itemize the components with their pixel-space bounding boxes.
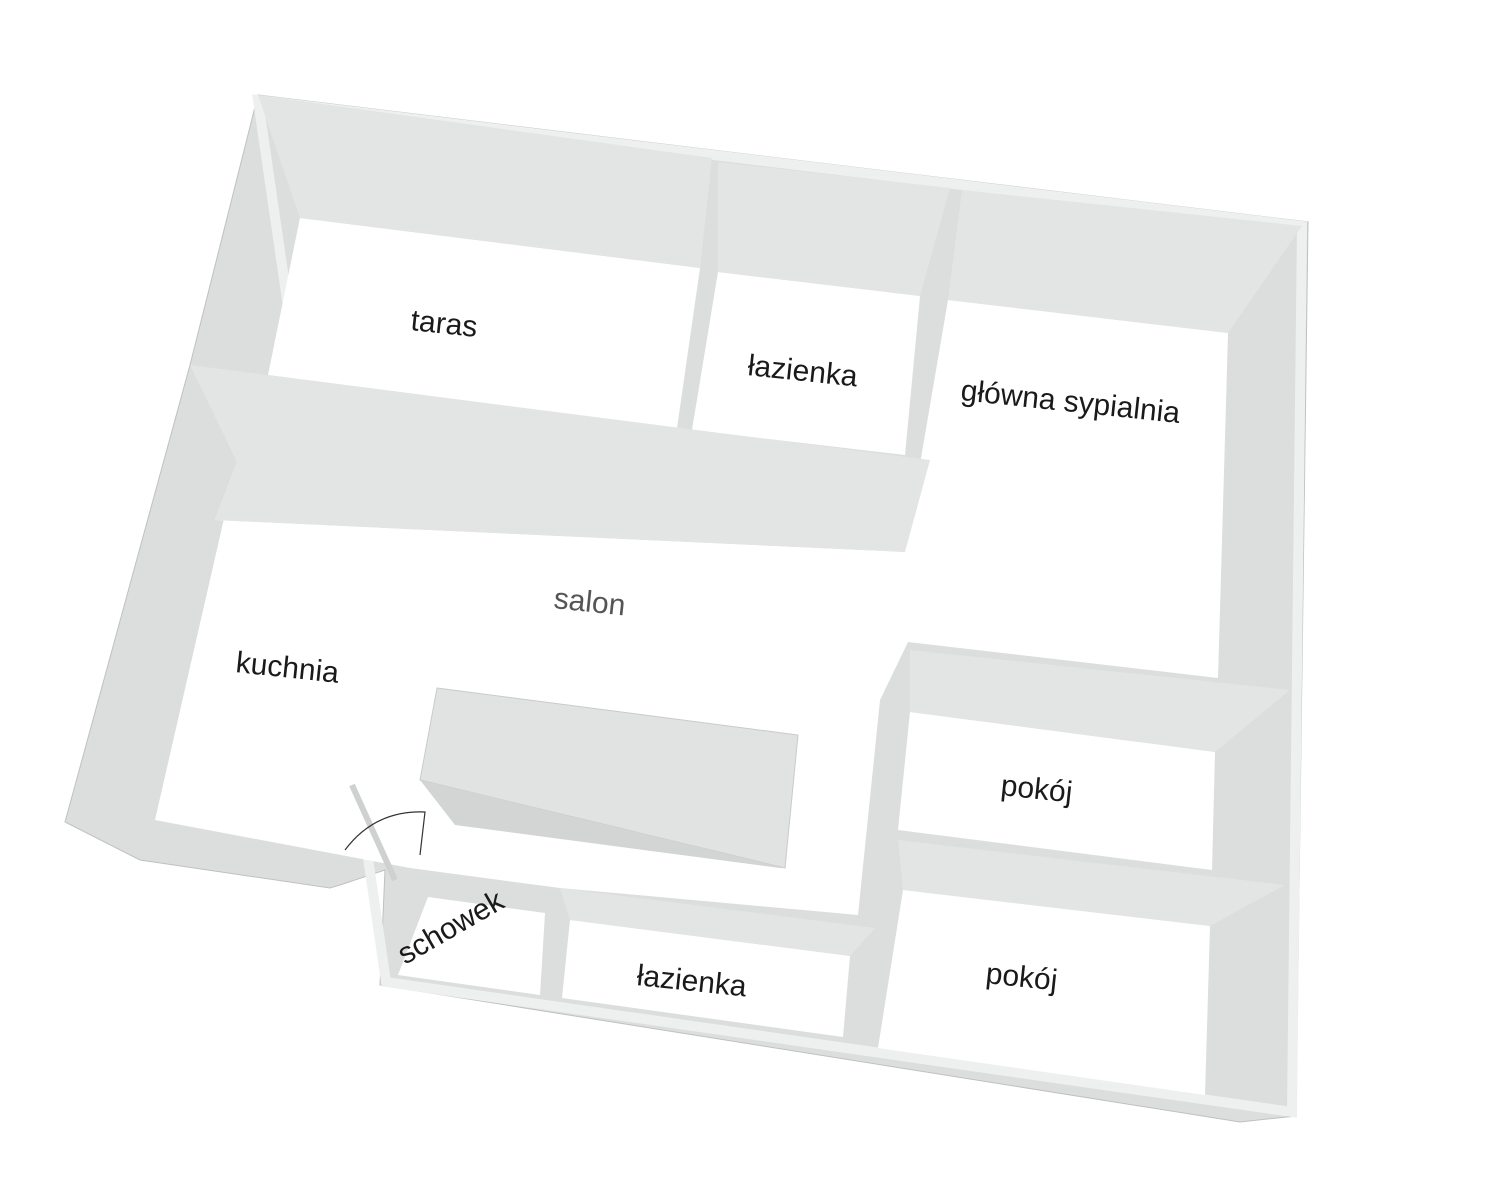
floor-lazienka-bottom bbox=[562, 920, 850, 1037]
wall-face bbox=[910, 650, 1290, 752]
wall-face bbox=[190, 365, 930, 552]
kitchen-island-front bbox=[420, 780, 785, 868]
wall-face bbox=[718, 162, 950, 296]
floor-pokoj-2 bbox=[878, 890, 1210, 1095]
wall-face bbox=[560, 888, 875, 956]
room-label-salon: salon bbox=[552, 582, 627, 622]
room-label-pokoj-1: pokój bbox=[999, 769, 1074, 809]
floor-pokoj-1 bbox=[898, 712, 1215, 870]
floor-taras bbox=[268, 218, 700, 428]
floor-lazienka-top bbox=[692, 272, 920, 455]
room-label-pokoj-2: pokój bbox=[984, 957, 1059, 997]
wall-face bbox=[948, 190, 1302, 333]
wall-face bbox=[898, 840, 1285, 926]
door-swing-arc bbox=[344, 811, 426, 856]
floor-schowek bbox=[398, 897, 545, 995]
room-label-taras: taras bbox=[409, 304, 479, 344]
wall-face bbox=[258, 95, 712, 268]
door-leaf bbox=[349, 783, 398, 882]
